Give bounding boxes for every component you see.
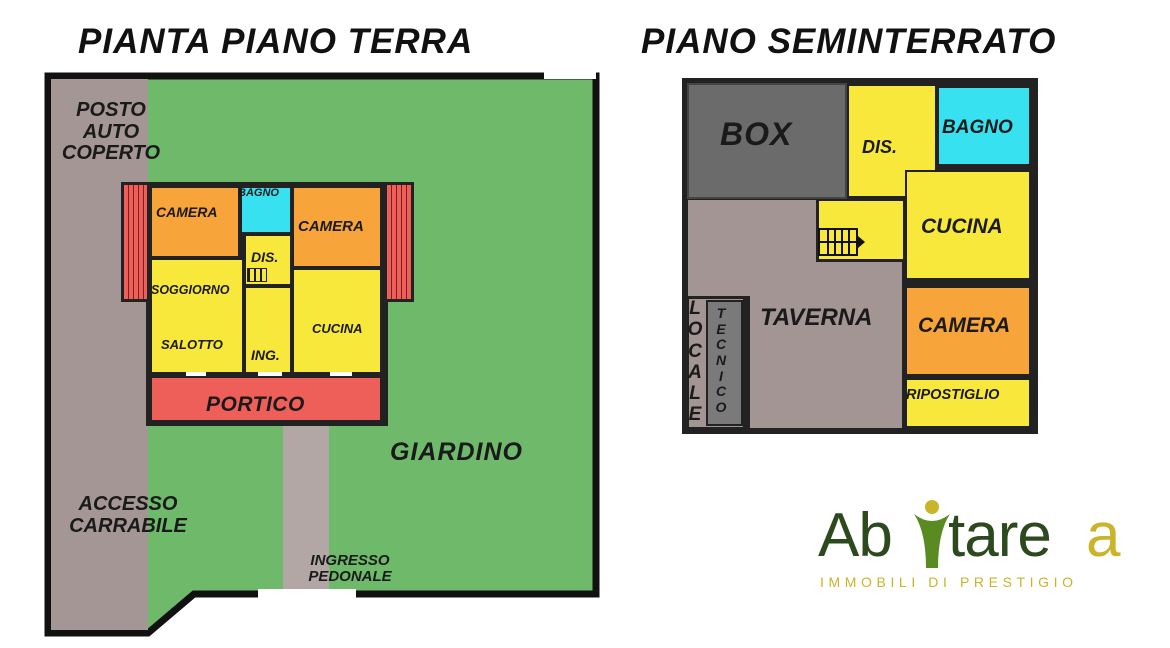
room-cucina-basement [905, 170, 1031, 280]
label-tecnico: T E C N I C O [715, 305, 727, 416]
room-soggiorno [150, 258, 244, 374]
room-cucina-ground [292, 268, 382, 374]
label-ing: ING. [251, 347, 280, 363]
room-ingresso [244, 286, 292, 374]
label-cucina-basement: CUCINA [921, 215, 1003, 238]
label-dis-ground: DIS. [251, 249, 279, 265]
stairs-icon-basement [818, 228, 865, 256]
room-camera-basement [905, 286, 1031, 376]
label-ripostiglio: RIPOSTIGLIO [906, 387, 1000, 403]
room-ripostiglio [905, 378, 1031, 428]
room-bagno-basement [937, 86, 1031, 166]
label-accesso-carrabile: ACCESSO CARRABILE [69, 493, 187, 537]
label-taverna: TAVERNA [760, 304, 873, 331]
stairs-icon-ground [247, 268, 267, 282]
abitarea-logo: Ab tare a IMMOBILI DI PRESTIGIO [816, 496, 1136, 596]
room-box [687, 83, 847, 199]
label-camera-right: CAMERA [298, 218, 364, 235]
label-posto-auto: POSTO AUTO COPERTO [61, 99, 161, 165]
room-locale-tecnico-inner [706, 300, 743, 426]
label-giardino: GIARDINO [390, 438, 523, 466]
label-soggiorno: SOGGIORNO [151, 283, 230, 297]
label-portico: PORTICO [206, 393, 305, 416]
label-ingresso-pedonale: INGRESSO PEDONALE [308, 552, 392, 586]
room-camera-left [150, 186, 240, 258]
basement-title: PIANO SEMINTERRATO [641, 22, 1057, 61]
label-cucina-ground: CUCINA [312, 321, 363, 336]
room-bagno-ground [240, 186, 292, 234]
window-marker [330, 372, 352, 376]
logo-text-tare: tare [948, 501, 1052, 570]
room-camera-right [292, 186, 382, 268]
logo-text-ab: Ab [818, 501, 893, 570]
label-salotto: SALOTTO [161, 337, 223, 352]
label-camera-left: CAMERA [156, 204, 218, 220]
right-porch-wing [384, 182, 414, 302]
label-bagno-basement: BAGNO [942, 117, 1013, 138]
window-marker [186, 372, 206, 376]
logo-text-a: a [1086, 501, 1121, 570]
label-camera-basement: CAMERA [918, 314, 1011, 337]
label-locale: L O C A L E [687, 298, 703, 426]
window-marker [258, 372, 282, 376]
person-figure-icon [914, 500, 950, 568]
logo-tagline: IMMOBILI DI PRESTIGIO [820, 574, 1078, 590]
label-dis-basement: DIS. [862, 137, 898, 157]
room-portico [150, 376, 382, 422]
label-box: BOX [720, 116, 793, 152]
label-bagno-ground: BAGNO [238, 187, 279, 199]
left-porch-wing [121, 182, 150, 302]
ground-floor-title: PIANTA PIANO TERRA [78, 22, 474, 61]
